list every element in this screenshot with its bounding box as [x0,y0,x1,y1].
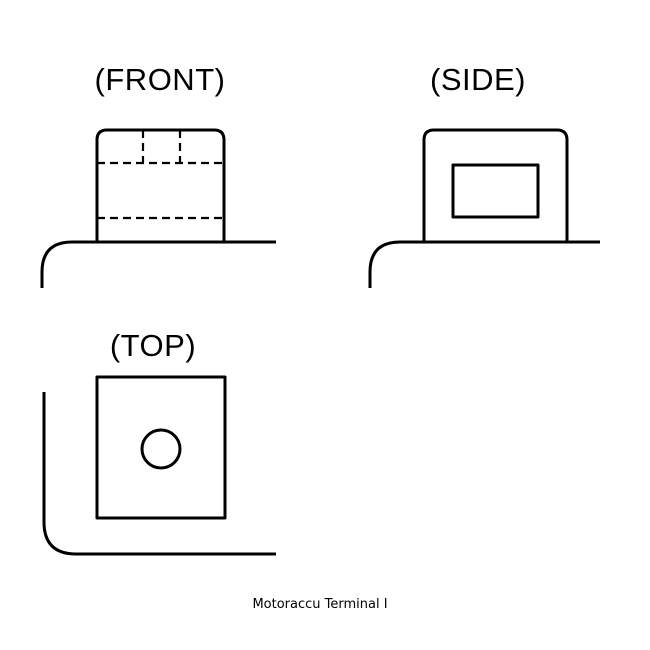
front-view: (FRONT) [40,62,276,288]
side-view: (SIDE) [368,62,600,288]
side-battery-edge [368,240,600,288]
front-view-label: (FRONT) [95,62,226,97]
front-battery-edge [40,240,276,288]
top-terminal-body [95,375,227,520]
diagram-caption: Motoraccu Terminal I [252,597,387,612]
top-battery-edge [42,392,276,556]
side-view-label: (SIDE) [430,62,526,97]
side-terminal-body [422,128,569,242]
top-view: (TOP) [42,328,276,556]
front-terminal-body [95,128,226,242]
side-terminal-hole [451,163,540,219]
top-view-label: (TOP) [110,328,196,363]
top-terminal-bolt-hole [140,428,182,470]
